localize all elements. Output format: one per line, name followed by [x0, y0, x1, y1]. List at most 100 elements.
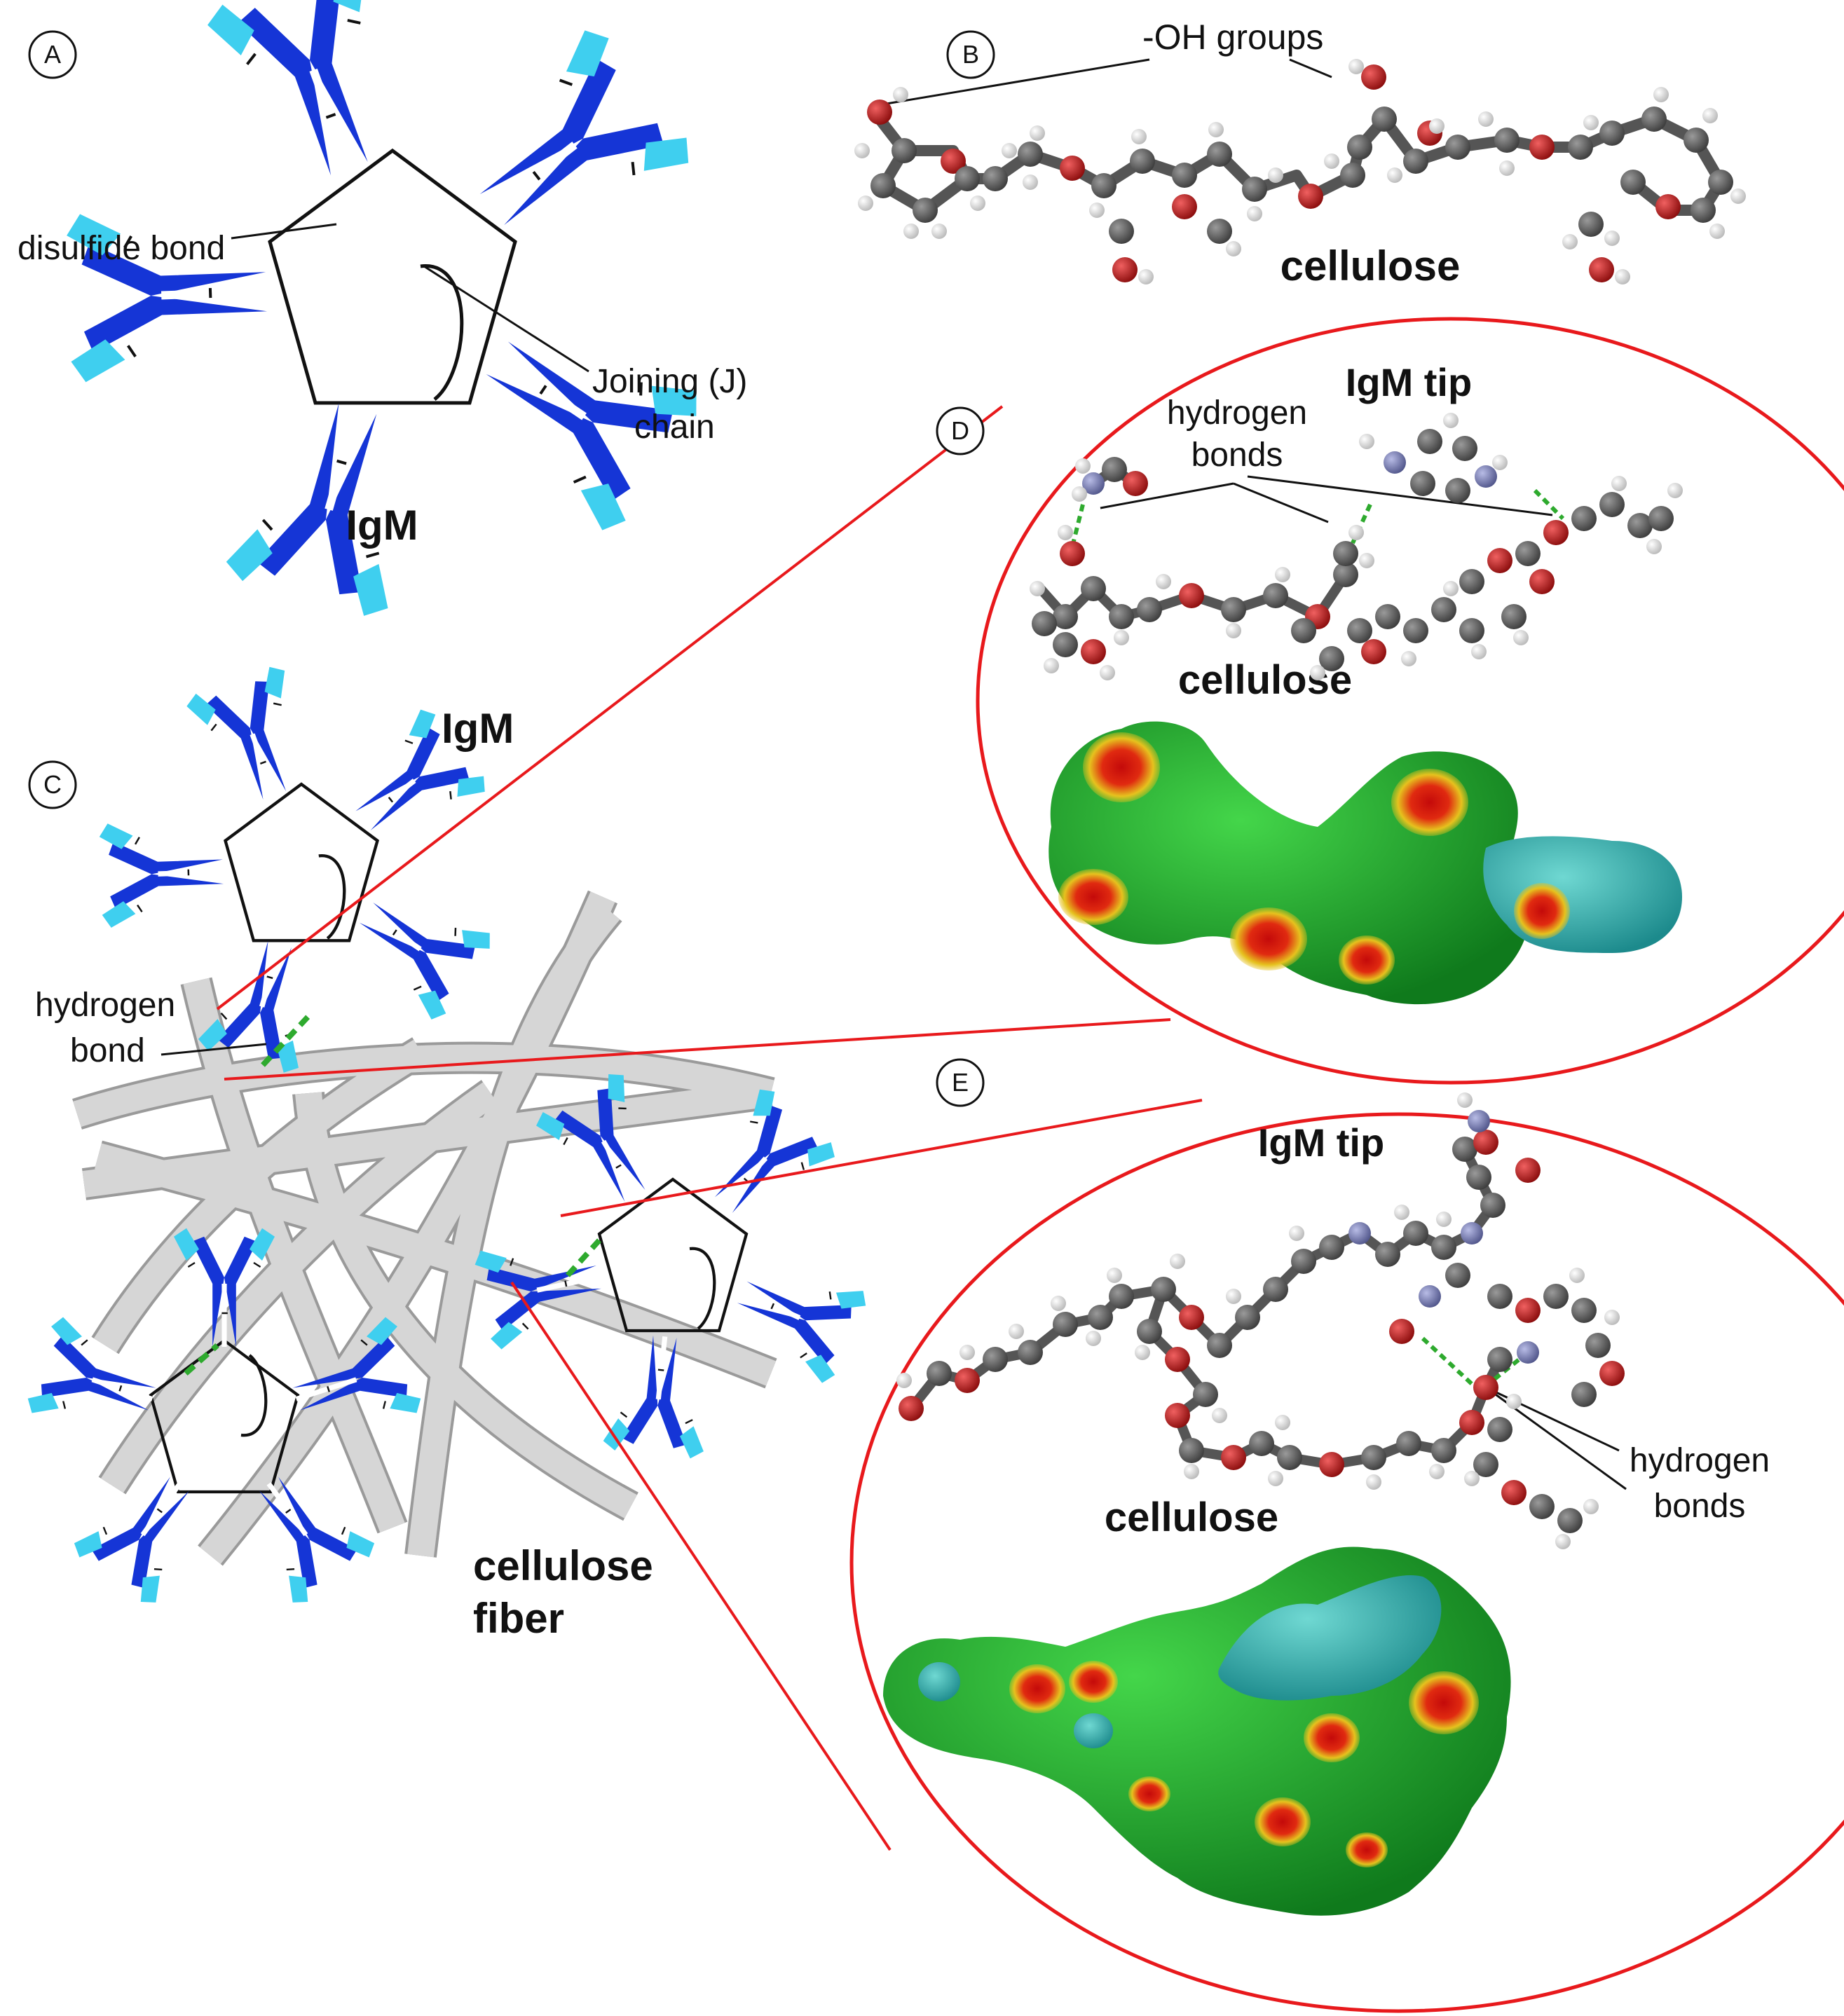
panel-b-letter-circle [946, 30, 995, 79]
atom-c [1641, 107, 1667, 132]
atom-o [1589, 257, 1614, 282]
atom-c [1242, 177, 1267, 202]
atom-c [1431, 597, 1456, 622]
atom-h [1268, 167, 1283, 183]
atom-c [1480, 1193, 1505, 1218]
atom-o [1221, 1445, 1246, 1470]
panel-c-letter-circle [28, 760, 77, 809]
atom-h [1348, 525, 1364, 540]
atom-o [1165, 1347, 1190, 1372]
atom-c [1473, 1452, 1498, 1477]
panel-a-title: IgM [346, 502, 418, 549]
atom-c [1207, 142, 1232, 167]
atom-h [1170, 1254, 1185, 1269]
atom-c [1620, 170, 1646, 195]
atom-n [1475, 465, 1497, 488]
atom-h [1492, 455, 1508, 470]
atom-c [1417, 429, 1442, 454]
atom-h [1513, 630, 1529, 645]
atom-h [1135, 1345, 1150, 1360]
atom-c [1529, 1494, 1555, 1519]
hbond-label-line1: hydrogen [35, 987, 175, 1024]
atom-c [1361, 1445, 1386, 1470]
atom-c [1333, 562, 1358, 587]
disulfide-leader [231, 223, 337, 240]
atom-c [1487, 1417, 1512, 1442]
atom-h [1702, 108, 1718, 123]
atom-c [1319, 1235, 1344, 1260]
igm-pentamer-c-right [471, 1067, 872, 1461]
oh-leader-right [1289, 58, 1332, 78]
atom-c [1396, 1431, 1421, 1456]
atom-c [1291, 618, 1316, 643]
panel-c-igm-label: IgM [442, 705, 514, 752]
atom-c [1403, 1221, 1428, 1246]
atom-h [1030, 125, 1045, 141]
atom-h [1443, 581, 1459, 596]
atom-c [1109, 219, 1134, 244]
atom-h [1366, 1474, 1381, 1490]
panel-e: E IgM tip hydrogen bonds cellulose [849, 1058, 1844, 2013]
atom-c [1263, 583, 1288, 608]
atom-o [1081, 639, 1106, 664]
atom-h [903, 224, 919, 239]
atom-o [1459, 1410, 1484, 1435]
atom-h [1156, 574, 1171, 589]
panel-e-hbonds-line1: hydrogen [1630, 1442, 1770, 1479]
atom-h [1348, 59, 1364, 74]
atom-o [1319, 1452, 1344, 1477]
atom-h [1212, 1408, 1227, 1423]
atom-h [1009, 1324, 1024, 1339]
atom-h [1604, 231, 1620, 246]
atom-o [1060, 156, 1085, 181]
atom-c [983, 1347, 1008, 1372]
atom-c [1627, 513, 1653, 538]
atom-c [1431, 1438, 1456, 1463]
atom-h [1359, 553, 1374, 568]
atom-h [1275, 1415, 1290, 1430]
atom-c [1172, 163, 1197, 188]
atom-h [1653, 87, 1669, 102]
atom-c [1501, 604, 1527, 629]
atom-h [1387, 167, 1402, 183]
panel-d-letter-circle [936, 406, 985, 455]
atom-h [1002, 143, 1017, 158]
atom-o [1473, 1375, 1498, 1400]
j-chain [420, 264, 464, 401]
atom-h [1464, 1471, 1480, 1486]
atom-c [1487, 1284, 1512, 1309]
atom-spheres [854, 59, 1746, 1549]
atom-h [1562, 234, 1578, 249]
panel-b-letter: B [962, 40, 979, 69]
atom-c [1319, 646, 1344, 671]
atom-n [1419, 1285, 1441, 1308]
panel-c-letter: C [43, 770, 62, 799]
atom-c [1599, 121, 1625, 146]
atom-h [1131, 129, 1147, 144]
atom-h [1184, 1464, 1199, 1479]
atom-c [1403, 618, 1428, 643]
panel-a: A disulfide bond Joining (J) chain IgM [18, 0, 747, 624]
atom-c [1648, 506, 1674, 531]
atom-h [1310, 665, 1325, 680]
atom-c [1032, 611, 1057, 636]
atom-h [858, 196, 873, 211]
panel-e-letter-circle [936, 1058, 985, 1107]
atom-h [896, 1373, 912, 1388]
atom-n [1468, 1110, 1490, 1132]
panel-a-letter-circle [28, 30, 77, 79]
atom-c [1053, 1312, 1078, 1337]
atom-o [1487, 548, 1512, 573]
atom-c [1466, 1165, 1491, 1190]
zoom-connectors [216, 405, 1203, 1851]
atom-c [1333, 541, 1358, 566]
atom-c [1571, 1382, 1597, 1407]
atom-o [941, 149, 966, 174]
atom-c [1459, 618, 1484, 643]
atom-h [1289, 1226, 1304, 1241]
atom-c [1515, 541, 1541, 566]
atom-o [1473, 1130, 1498, 1155]
atom-h [1478, 111, 1494, 127]
atom-c [1683, 128, 1709, 153]
